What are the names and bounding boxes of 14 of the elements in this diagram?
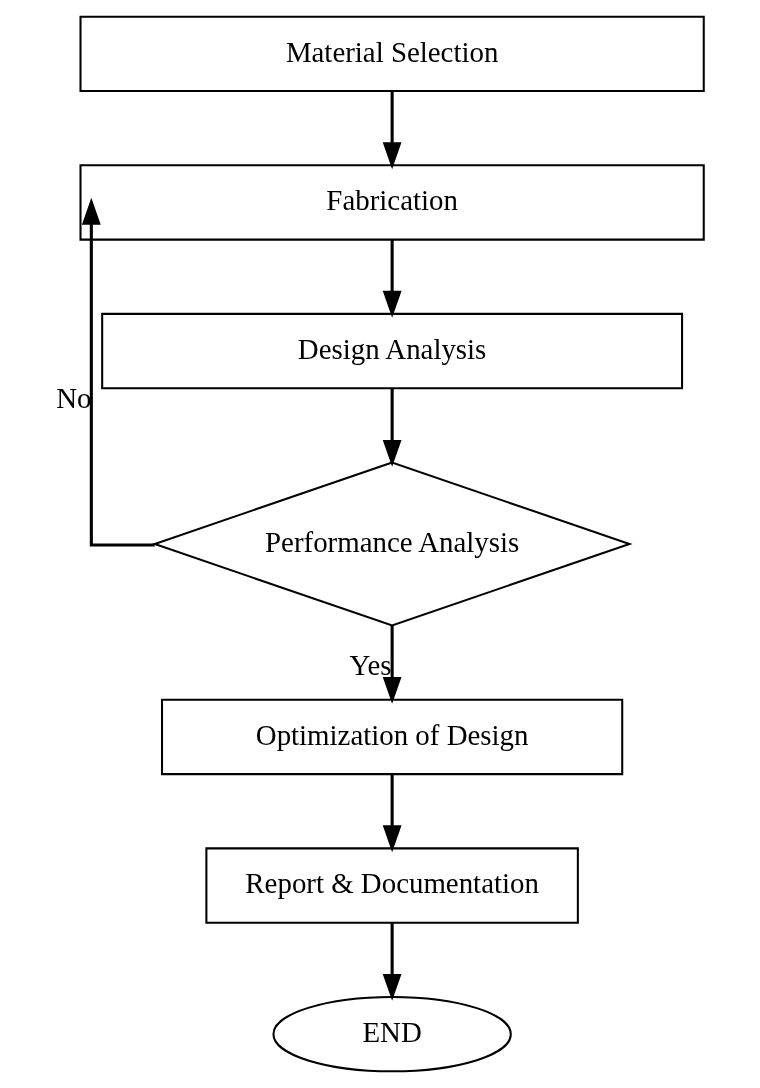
edge-label: No: [56, 381, 92, 414]
edge-label: Yes: [349, 649, 392, 682]
arrow: [382, 774, 402, 853]
node-box: Report & Documentation: [205, 847, 579, 924]
arrow: [382, 239, 402, 318]
node-ellipse: END: [272, 995, 512, 1073]
node-box: Optimization of Design: [161, 698, 624, 776]
node-box: Material Selection: [79, 15, 705, 93]
arrow: [382, 625, 402, 704]
arrow: [382, 388, 402, 467]
arrow: [382, 91, 402, 170]
node-box: Design Analysis: [101, 312, 684, 390]
arrow: [382, 923, 402, 1001]
arrow: [81, 197, 155, 547]
